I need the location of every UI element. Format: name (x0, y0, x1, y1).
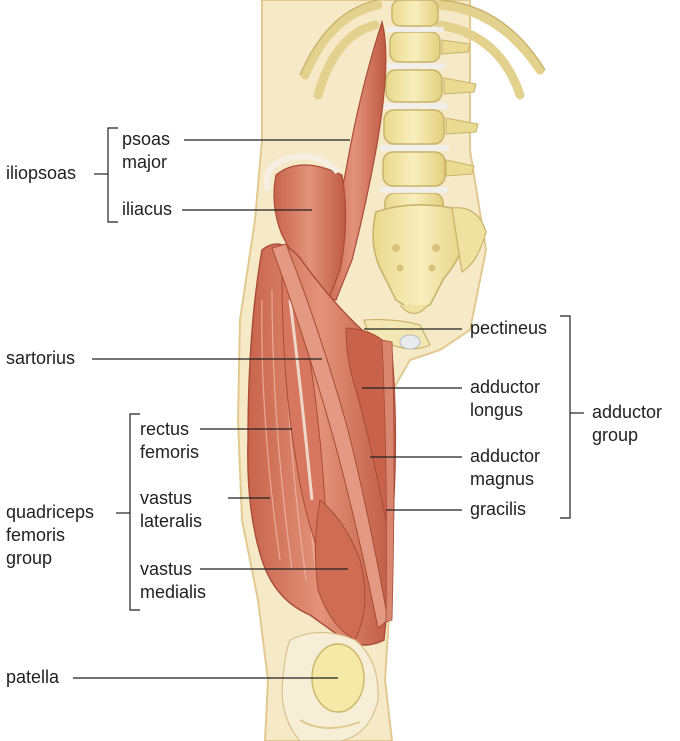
label-gracilis: gracilis (470, 499, 527, 519)
label-patella: patella (6, 667, 60, 687)
label-rectus-femoris-line1: rectus (140, 419, 190, 439)
label-vastus-lateralis-line2: lateralis (140, 511, 203, 531)
label-psoas-major-line2: major (122, 152, 168, 172)
adductor-group-bracket (560, 315, 571, 519)
label-adductor-magnus-line2: magnus (470, 469, 535, 489)
label-adductor-group-line1: adductor (592, 402, 663, 422)
sacrum (372, 204, 471, 311)
leader-lines (73, 127, 584, 679)
label-vastus-medialis-line2: medialis (140, 582, 207, 602)
label-vastus-medialis-line1: vastus (140, 559, 193, 579)
label-adductor-magnus-line1: adductor (470, 446, 541, 466)
label-quadriceps-line3: group (6, 548, 53, 568)
label-adductor-group-line2: group (592, 425, 639, 445)
label-adductor-longus-line2: longus (470, 400, 524, 420)
label-quadriceps-line1: quadriceps (6, 502, 95, 522)
label-pectineus: pectineus (470, 318, 548, 338)
quadriceps-bracket (129, 413, 140, 611)
lumbar-spine (379, 0, 479, 220)
label-sartorius: sartorius (6, 348, 76, 368)
label-psoas-major-line1: psoas (122, 129, 171, 149)
label-rectus-femoris-line2: femoris (140, 442, 200, 462)
iliopsoas-bracket (107, 127, 118, 223)
label-vastus-lateralis-line1: vastus (140, 488, 193, 508)
iliacus-muscle (273, 164, 347, 302)
label-iliacus: iliacus (122, 199, 173, 219)
label-adductor-longus-line1: adductor (470, 377, 541, 397)
gracilis-muscle (381, 339, 395, 623)
ribs (300, 0, 545, 100)
label-quadriceps-line2: femoris (6, 525, 66, 545)
label-iliopsoas: iliopsoas (6, 163, 77, 183)
